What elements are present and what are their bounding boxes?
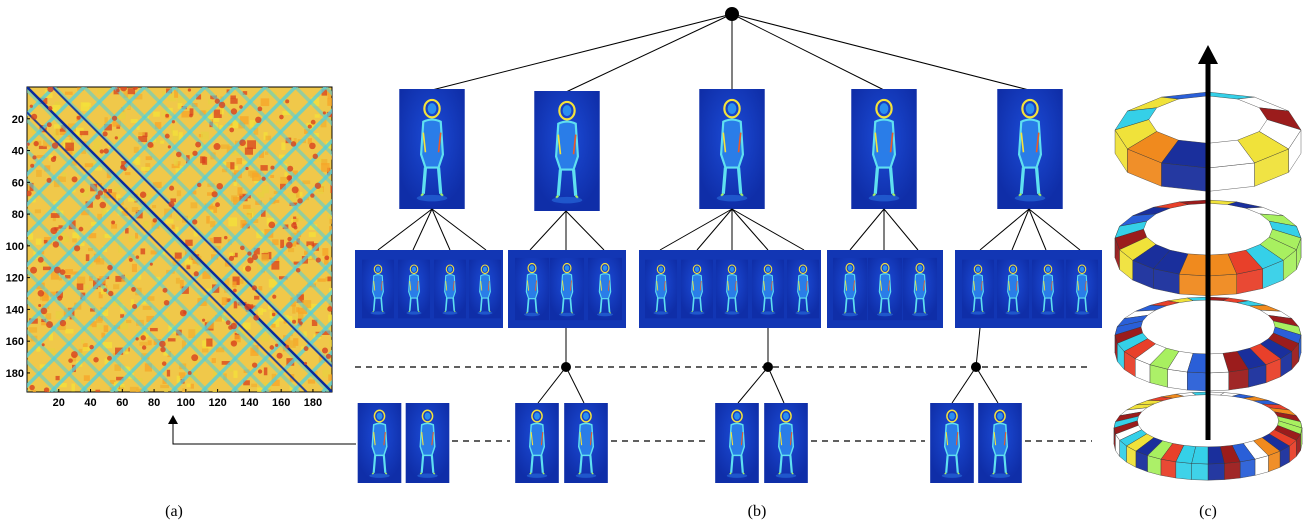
y-tick-label: 180 [6,368,24,380]
y-tick-label: 40 [12,146,24,158]
caption-a: (a) [165,503,183,520]
junction-node-1 [561,362,571,372]
level1-image-1 [397,89,467,209]
level2-group-2 [508,250,626,328]
level1-image-5 [995,89,1065,209]
level1-image-4 [849,89,919,209]
y-tick-label: 80 [12,209,24,221]
level2-group-3 [639,250,821,328]
caption-c: (c) [1199,503,1217,520]
y-tick-label: 100 [6,241,24,253]
caption-b: (b) [748,503,767,520]
axis-arrow-head [1198,45,1218,64]
y-tick-label: 60 [12,177,24,189]
link-arrow-to-matrix [172,424,356,445]
panel-a-similarity-matrix: 20 40 60 80 100 120 140 160 180 20 40 60 80 100 120 14… [6,86,356,520]
x-tick-label: 20 [53,397,65,409]
level3-pair-4 [929,403,1023,483]
junction-node-2 [763,362,773,372]
level1-image-2 [532,91,602,211]
x-tick-label: 80 [148,397,160,409]
level2-group-1 [355,250,503,328]
x-tick-labels: 20 40 60 80 100 120 140 160 180 [53,389,322,409]
x-tick-label: 120 [208,397,226,409]
torus-ring-3 [1114,296,1302,392]
torus-ring-2 [1114,199,1302,297]
x-tick-label: 160 [272,397,290,409]
y-tick-label: 120 [6,273,24,285]
level2-group-5 [955,250,1102,328]
x-tick-label: 60 [116,397,128,409]
level2-group-4 [827,250,943,328]
x-tick-label: 180 [304,397,322,409]
y-tick-labels: 20 40 60 80 100 120 140 160 180 [6,114,30,380]
level3-pair-1 [357,403,450,483]
torus-ring-1 [1114,91,1302,192]
panel-b-hierarchy-tree: (b) [355,7,1102,520]
level3-pair-3 [714,403,809,483]
level1-image-3 [697,89,767,209]
level3-pair-2 [514,403,609,483]
junction-node-3 [971,362,981,372]
y-tick-label: 160 [6,336,24,348]
x-tick-label: 100 [177,397,195,409]
y-tick-label: 20 [12,114,24,126]
x-tick-label: 40 [84,397,96,409]
panel-c-torus-stack: (c) [1113,45,1303,520]
x-tick-label: 140 [240,397,258,409]
torus-ring-4 [1113,391,1303,481]
y-tick-label: 140 [6,304,24,316]
